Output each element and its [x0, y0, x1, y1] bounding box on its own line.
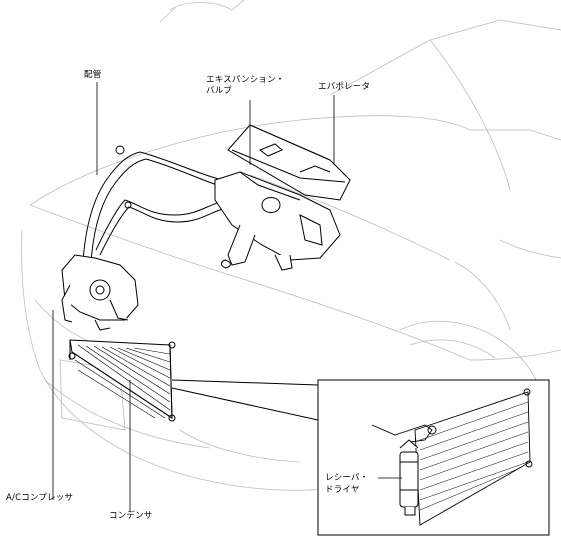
label-piping: 配管: [84, 70, 102, 80]
label-receiver-drier-line2: ドライヤ: [325, 485, 360, 495]
label-expansion-valve-line2: バルブ: [206, 86, 233, 96]
receiver-drier-inset: [399, 439, 419, 516]
label-receiver-drier-line1: レシーバ・: [325, 473, 369, 483]
inset-condenser: [371, 388, 533, 526]
compressor: [61, 254, 139, 331]
condenser: [68, 339, 176, 422]
label-condenser: コンデンサ: [109, 511, 153, 521]
label-expansion-valve-line1: エキスパンション・: [206, 75, 285, 85]
leader-lines: [52, 82, 402, 512]
label-ac-compressor: A/Cコンプレッサ: [6, 493, 74, 503]
label-evaporator: エバポレータ: [318, 82, 371, 92]
evaporator-unit: [214, 124, 351, 271]
